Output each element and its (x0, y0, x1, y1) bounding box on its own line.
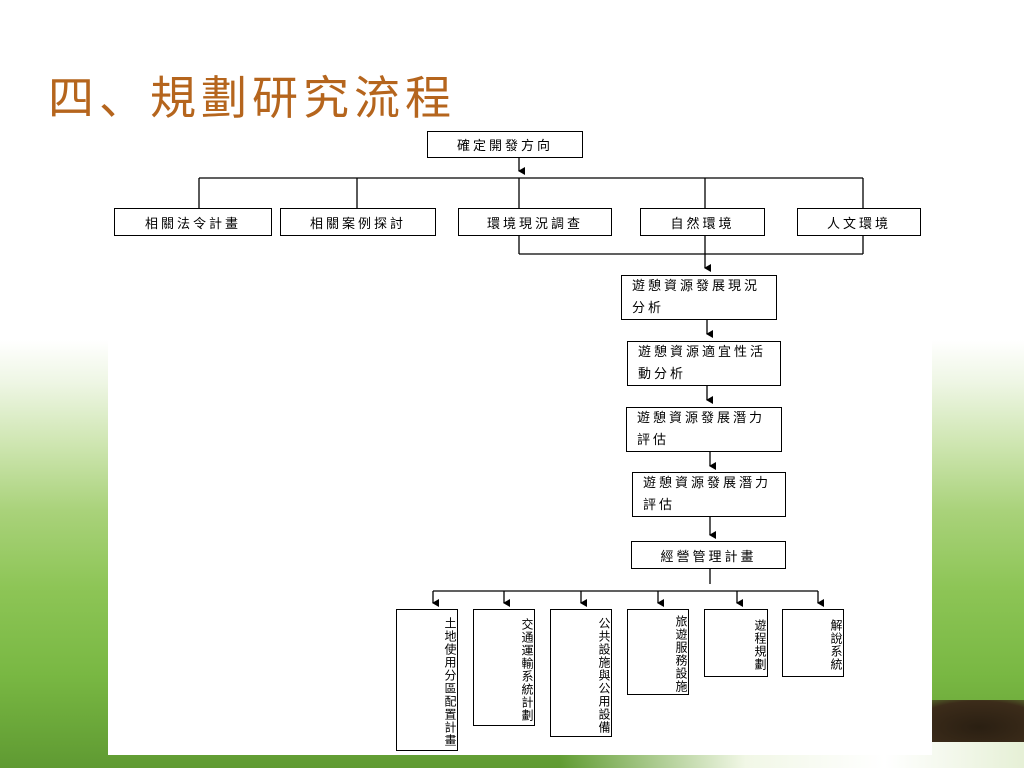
node-public-facilities: 公共設施與公用設備 (550, 609, 612, 737)
node-management-plan: 經營管理計畫 (631, 541, 786, 569)
node-step-potential-evaluation-2: 遊憩資源發展潛力評估 (632, 472, 786, 517)
node-step-potential-evaluation-1: 遊憩資源發展潛力評估 (626, 407, 782, 452)
node-step-suitability-analysis: 遊憩資源適宜性活動分析 (627, 341, 781, 386)
node-step-status-analysis: 遊憩資源發展現況分析 (621, 275, 777, 320)
node-transport-system: 交通運輸系統計劃 (473, 609, 535, 726)
node-tourism-services: 旅遊服務設施 (627, 609, 689, 695)
node-laws-plans: 相關法令計畫 (114, 208, 272, 236)
node-cultural-environment: 人文環境 (797, 208, 921, 236)
slide-title: 四、規劃研究流程 (48, 71, 456, 125)
node-land-use-zoning: 土地使用分區配置計畫 (396, 609, 458, 751)
node-natural-environment: 自然環境 (640, 208, 765, 236)
node-case-studies: 相關案例探討 (280, 208, 436, 236)
node-define-direction: 確定開發方向 (427, 131, 583, 158)
node-interpretation-system: 解說系統 (782, 609, 844, 677)
node-environment-survey: 環境現況調查 (458, 208, 612, 236)
node-itinerary-planning: 遊程規劃 (704, 609, 768, 677)
